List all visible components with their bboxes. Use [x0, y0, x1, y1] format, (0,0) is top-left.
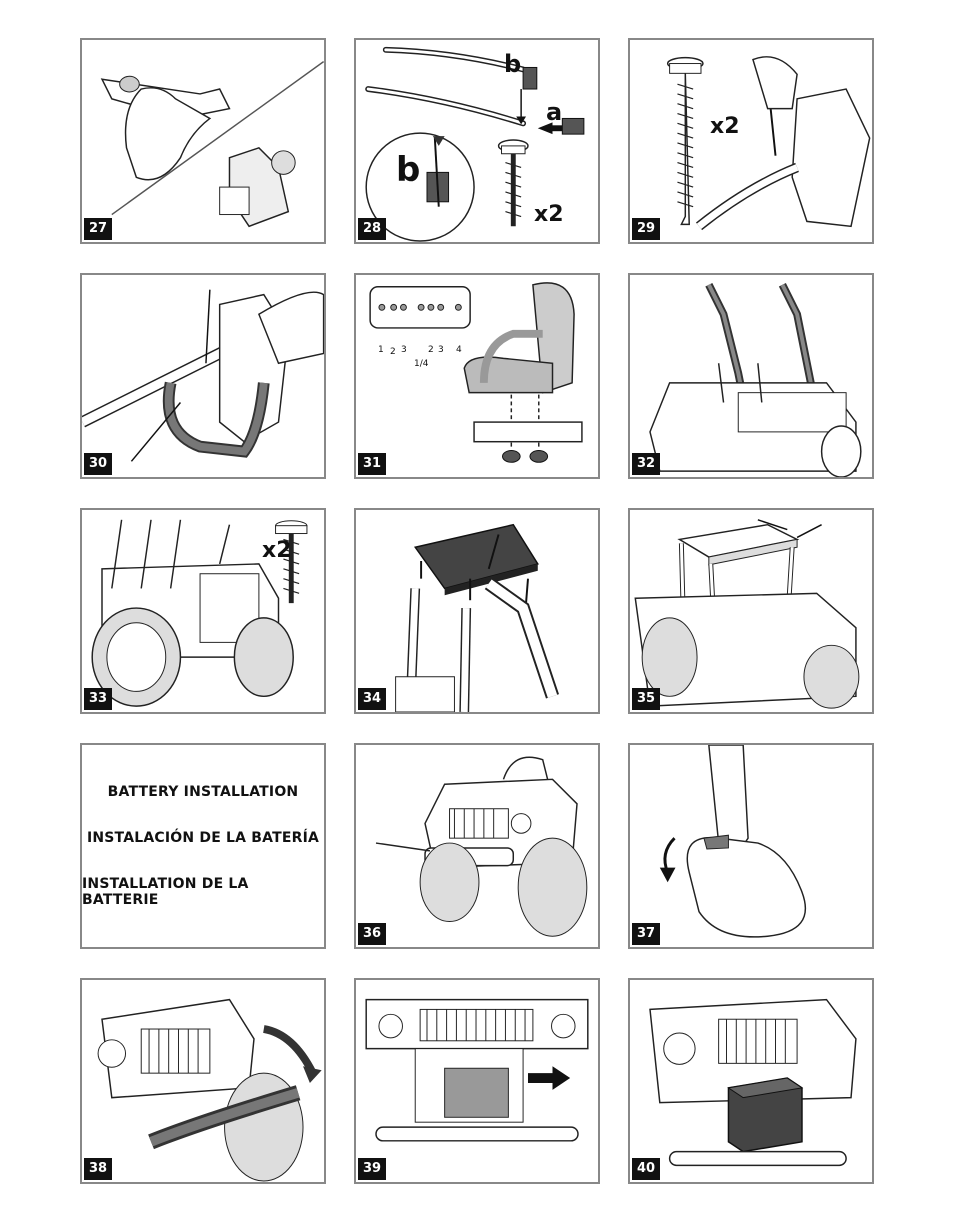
step-33-illustration — [91, 519, 308, 707]
battery-installation-title-es: INSTALACIÓN DE LA BATERÍA — [86, 830, 320, 846]
step-number: 39 — [358, 1158, 386, 1180]
quantity-label: x2 — [534, 202, 564, 227]
step-30-panel: 30 — [80, 273, 326, 479]
step-28-illustration — [365, 46, 585, 242]
position-1: 1 — [378, 345, 384, 355]
step-38-panel: 38 — [80, 978, 326, 1184]
position-2b: 2 — [428, 345, 434, 355]
battery-installation-title-en: BATTERY INSTALLATION — [107, 784, 299, 800]
step-35-panel: 35 — [628, 508, 874, 714]
step-29-illustration — [666, 56, 871, 231]
step-number: 40 — [632, 1158, 660, 1180]
step-36-panel: 36 — [354, 743, 600, 949]
step-38-illustration — [97, 998, 322, 1182]
step-32-panel: 32 — [628, 273, 874, 479]
step-37-illustration — [659, 745, 807, 938]
label-b-top: b — [504, 50, 522, 78]
step-number: 27 — [84, 218, 112, 240]
position-2: 2 — [390, 347, 396, 357]
step-30-illustration — [82, 289, 324, 462]
position-fraction: 1/4 — [414, 359, 429, 369]
step-34-illustration — [395, 523, 560, 712]
step-number: 36 — [358, 923, 386, 945]
step-number: 38 — [84, 1158, 112, 1180]
step-31-illustration — [369, 282, 583, 463]
position-3: 3 — [401, 345, 407, 355]
step-35-illustration — [634, 519, 860, 709]
step-34-panel: 34 — [354, 508, 600, 714]
step-37-panel: 37 — [628, 743, 874, 949]
quantity-label: x2 — [262, 538, 292, 563]
step-number: 32 — [632, 453, 660, 475]
step-27-panel: 27 — [80, 38, 326, 244]
step-39-illustration — [365, 998, 589, 1142]
step-31-panel: 1 2 3 2 3 4 1/4 31 — [354, 273, 600, 479]
step-40-illustration — [649, 998, 857, 1167]
step-number: 31 — [358, 453, 386, 475]
step-40-panel: 40 — [628, 978, 874, 1184]
step-number: 33 — [84, 688, 112, 710]
step-number: 29 — [632, 218, 660, 240]
step-33-panel: x2 33 — [80, 508, 326, 714]
step-number: 37 — [632, 923, 660, 945]
battery-installation-panel: BATTERY INSTALLATION INSTALACIÓN DE LA B… — [80, 743, 326, 949]
step-27-illustration — [100, 60, 324, 228]
step-36-illustration — [375, 756, 588, 937]
position-3b: 3 — [438, 345, 444, 355]
step-39-panel: 39 — [354, 978, 600, 1184]
step-number: 34 — [358, 688, 386, 710]
step-32-illustration — [649, 283, 862, 477]
position-4: 4 — [456, 345, 462, 355]
step-29-panel: x2 29 — [628, 38, 874, 244]
quantity-label: x2 — [710, 114, 740, 139]
label-a: a — [546, 98, 563, 126]
label-b-inset: b — [396, 150, 421, 190]
step-number: 35 — [632, 688, 660, 710]
step-28-panel: b a b x2 28 — [354, 38, 600, 244]
battery-installation-title-fr: INSTALLATION DE LA BATTERIE — [82, 876, 249, 908]
step-number: 28 — [358, 218, 386, 240]
step-number: 30 — [84, 453, 112, 475]
